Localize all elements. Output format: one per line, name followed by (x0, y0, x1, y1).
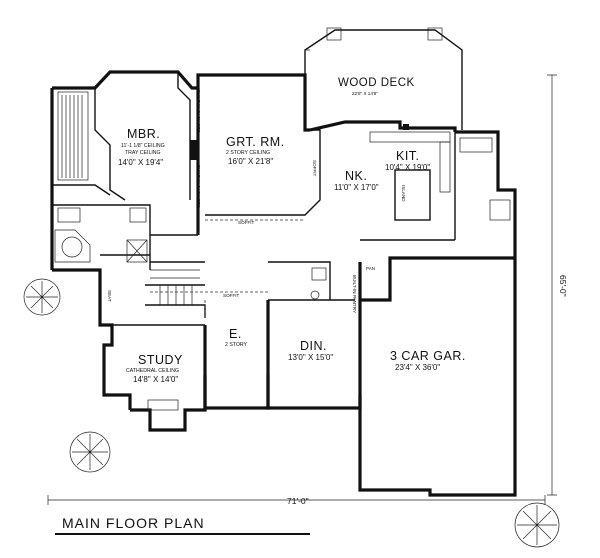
soffit-lines (150, 219, 305, 318)
plan-title: MAIN FLOOR PLAN (62, 515, 205, 531)
label-dining: DIN. 13'0" X 15'0" (288, 339, 333, 362)
garage-name: 3 CAR GAR. (390, 349, 466, 363)
tree-symbol-left (23, 278, 61, 316)
grt-dims: 16'0" X 21'8" (228, 157, 273, 166)
note-builtin-cabinets-lower: BUILT-IN CABINETS (196, 165, 201, 208)
overall-depth: 65'-0" (558, 275, 568, 297)
note-builtin-pantry: BUILT-IN PANTRY (352, 275, 357, 313)
note-seat: SEAT (107, 290, 112, 302)
note-soffit-hall: SOFFIT (223, 293, 240, 298)
interior-walls (52, 72, 511, 411)
grt-name: GRT. RM. (226, 135, 285, 149)
nk-name: NK. (345, 169, 367, 183)
entry-name: E. (229, 327, 242, 341)
title-underline (55, 533, 310, 535)
mbr-ceiling-1: 11'-1 1/8" CEILING (121, 143, 165, 149)
note-pan: PAN (366, 266, 375, 271)
note-soffit-grt: SOFFIT (238, 220, 255, 225)
label-garage: 3 CAR GAR. 23'4" X 36'0" (390, 349, 466, 372)
label-mbr: MBR. 11'-1 1/8" CEILING TRAY CEILING 14'… (118, 127, 165, 167)
kit-dims: 10'4" X 19'0" (385, 163, 430, 172)
wood-deck (304, 27, 463, 130)
label-entry: E. 2 STORY (225, 327, 248, 348)
nk-dims: 11'0" X 17'0" (334, 183, 379, 192)
label-great-room: GRT. RM. 2 STORY CEILING 16'0" X 21'8" (226, 135, 285, 166)
deck-name: WOOD DECK (338, 77, 415, 89)
label-wood-deck: WOOD DECK 22'8" X 14'8" (338, 77, 415, 96)
entry-ceiling: 2 STORY (225, 342, 248, 348)
study-dims: 14'8" X 14'0" (133, 375, 178, 384)
mbr-ceiling-2: TRAY CEILING (125, 150, 161, 156)
study-ceiling: CATHEDRAL CEILING (126, 368, 179, 374)
overall-width: 71'-0" (287, 496, 309, 506)
label-nook: NK. 11'0" X 17'0" (334, 169, 379, 192)
dimension-lines (47, 74, 557, 505)
deck-dims: 22'8" X 14'8" (352, 91, 378, 96)
din-name: DIN. (300, 339, 327, 353)
kit-name: KIT. (396, 149, 420, 163)
study-name: STUDY (138, 353, 183, 367)
note-island: ISLAND (401, 185, 406, 202)
tree-symbol-right (514, 502, 560, 548)
garage-dims: 23'4" X 36'0" (395, 363, 440, 372)
note-builtin-cabinets-upper: BUILT-IN CABINETS (196, 90, 201, 133)
mbr-dims: 14'0" X 19'4" (118, 158, 163, 167)
grt-ceiling: 2 STORY CEILING (226, 150, 270, 156)
tree-symbol-bottom (69, 431, 111, 473)
mbr-name: MBR. (127, 127, 160, 141)
note-soffit-side: SOFFIT (312, 160, 317, 177)
exterior-walls (50, 70, 517, 497)
label-kitchen: KIT. 10'4" X 19'0" (385, 149, 430, 172)
din-dims: 13'0" X 15'0" (288, 353, 333, 362)
label-study: STUDY CATHEDRAL CEILING 14'8" X 14'0" (126, 353, 183, 384)
